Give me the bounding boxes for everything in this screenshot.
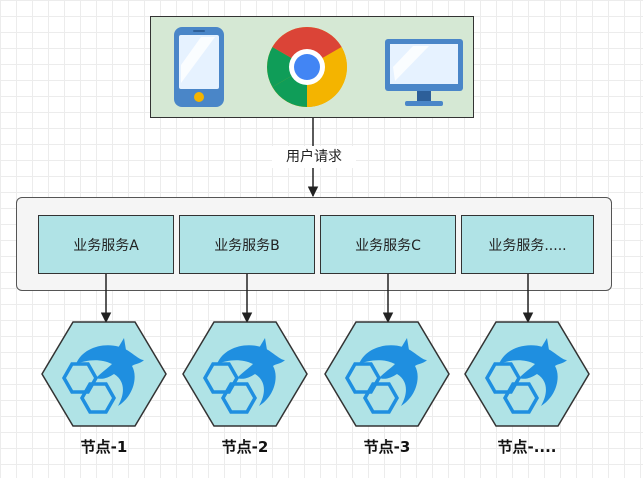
service-label: 业务服务A	[73, 237, 139, 254]
service-label: 业务服务.....	[488, 237, 567, 254]
mysql-dolphin-icon	[345, 336, 429, 414]
request-label: 用户请求	[272, 146, 356, 168]
client-devices-group	[150, 16, 474, 118]
service-box-a: 业务服务A	[38, 215, 174, 274]
chrome-browser-icon	[267, 27, 347, 107]
node-label-1: 节点-1	[80, 438, 128, 456]
node-label-2: 节点-2	[221, 438, 269, 456]
node-2-hexagon	[182, 321, 308, 427]
service-box-c: 业务服务C	[320, 215, 456, 274]
service-label: 业务服务B	[214, 237, 280, 254]
node-3-hexagon	[324, 321, 450, 427]
node-label-3: 节点-3	[363, 438, 411, 456]
service-box-more: 业务服务.....	[461, 215, 594, 274]
node-more-hexagon	[464, 321, 590, 427]
node-1-hexagon	[41, 321, 167, 427]
service-box-b: 业务服务B	[179, 215, 315, 274]
mysql-dolphin-icon	[203, 336, 287, 414]
mysql-dolphin-icon	[62, 336, 146, 414]
mysql-dolphin-icon	[485, 336, 569, 414]
mobile-phone-icon	[174, 27, 224, 107]
service-label: 业务服务C	[355, 237, 421, 254]
desktop-monitor-icon	[385, 39, 463, 106]
node-label-more: 节点-....	[497, 438, 557, 456]
